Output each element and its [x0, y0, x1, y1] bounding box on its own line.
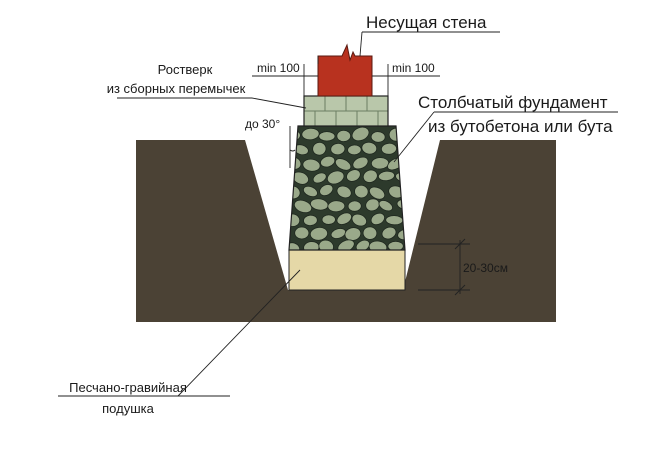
rubble-stone	[336, 212, 352, 225]
depth-tick-top	[454, 238, 466, 250]
rubble-stone	[303, 214, 318, 227]
cushion-leader	[177, 269, 301, 397]
angle-arc	[289, 149, 296, 152]
rubble-stone	[387, 240, 404, 250]
rubble-stone	[336, 185, 352, 199]
rubble-stone	[334, 158, 352, 171]
rubble-stone	[330, 228, 347, 239]
rubble-stone	[397, 143, 405, 155]
cushion-label-line2: подушка	[102, 401, 154, 416]
rubble-stone	[301, 127, 320, 141]
depth-tick-bottom	[454, 284, 466, 296]
rubble-stone	[368, 240, 388, 250]
min-left-label: min 100	[257, 61, 300, 75]
wall-label: Несущая стена	[366, 13, 487, 32]
rubble-stone	[312, 141, 327, 156]
min-right-label: min 100	[392, 61, 435, 75]
rubble-stone	[352, 156, 369, 170]
rubble-stone	[294, 226, 310, 240]
rubble-stone	[370, 157, 390, 170]
rubble-stone	[289, 213, 301, 227]
rubble-stone	[309, 226, 328, 241]
rubble-stone	[355, 239, 370, 250]
rubble-stone	[302, 158, 321, 172]
rubble-stone	[347, 200, 362, 212]
foundation-label-line1: Столбчатый фундамент	[418, 93, 608, 112]
rubble-stone	[312, 172, 327, 184]
rubble-stone	[351, 213, 367, 227]
rubble-stone	[326, 170, 345, 185]
rubble-stone	[354, 184, 369, 199]
rubble-stone	[381, 226, 397, 240]
rubble-stone	[327, 200, 346, 213]
rubble-stone	[380, 142, 397, 155]
rubble-stone	[351, 126, 370, 142]
soil-ground	[136, 140, 556, 322]
rubble-stone	[361, 141, 378, 155]
rubble-stone	[321, 214, 336, 225]
grillage-label-line1: Ростверк	[158, 62, 213, 77]
foundation-label-line2: из бутобетона или бута	[428, 117, 613, 136]
rubble-stone	[368, 186, 386, 200]
rubble-stone	[320, 155, 336, 168]
rubble-stone	[293, 199, 313, 214]
rubble-stone	[346, 169, 361, 182]
rubble-stone	[378, 170, 395, 182]
wall-leader	[359, 31, 363, 57]
rubble-stone	[344, 227, 362, 241]
sand-gravel-cushion	[288, 249, 406, 291]
rubble-stone	[378, 200, 393, 212]
rubble-stone	[362, 169, 378, 183]
rubble-stone	[370, 131, 386, 143]
foundation-leader	[393, 111, 435, 163]
rubble-stone	[302, 185, 318, 198]
rubble-stone	[347, 144, 362, 156]
bearing-wall	[317, 43, 373, 97]
rubble-stone	[362, 226, 378, 240]
angle-label: до 30°	[245, 117, 280, 131]
rubble-stone	[370, 212, 385, 226]
grillage-label-line2: из сборных перемычек	[107, 81, 246, 96]
cushion-depth-label: 20-30см	[463, 261, 508, 275]
rubble-stone	[318, 131, 336, 142]
rubble-stone	[336, 129, 352, 142]
grillage-leader	[251, 97, 307, 109]
rubble-stone	[289, 130, 301, 142]
cushion-label-line1: Песчано-гравийная	[69, 380, 187, 395]
rubble-stone	[385, 215, 404, 226]
grillage-blocks	[303, 95, 389, 127]
rubble-stone	[330, 142, 346, 156]
rubble-stone	[319, 184, 334, 197]
